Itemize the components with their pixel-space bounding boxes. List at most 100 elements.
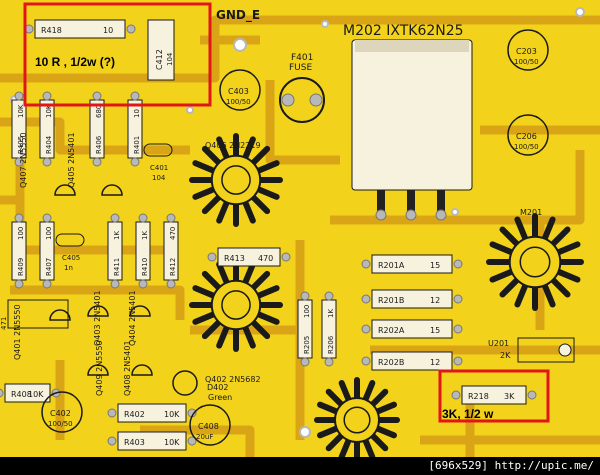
resistor-body bbox=[371, 254, 453, 274]
mosfet-pad bbox=[435, 209, 447, 221]
fuse-f401: F401 FUSE bbox=[279, 53, 325, 123]
resistor-ref: R405 bbox=[17, 136, 25, 154]
heatsink-fin bbox=[242, 261, 256, 286]
capacitor-value: 1n bbox=[64, 264, 73, 272]
resistor-value: 15 bbox=[430, 326, 440, 335]
heatsink-fin bbox=[255, 186, 280, 200]
annotation-note-r418: 10 R , 1/2w (?) bbox=[35, 55, 116, 69]
heatsink-fin bbox=[250, 319, 271, 340]
resistor-value: 10K bbox=[164, 438, 180, 447]
led-ref: D402 bbox=[207, 383, 228, 392]
heatsink-fin bbox=[489, 268, 515, 283]
transistor-label: Q409 2N5550 bbox=[95, 340, 104, 396]
heatsink-fin bbox=[489, 241, 515, 256]
resistor-pad bbox=[138, 213, 148, 223]
trimmer-knob bbox=[558, 343, 572, 357]
heatsink-fin bbox=[549, 226, 571, 248]
capacitor-value: 100/50 bbox=[514, 58, 539, 66]
mosfet-pad bbox=[405, 209, 417, 221]
capacitor-ref: C403 bbox=[228, 87, 249, 96]
heatsink-fin bbox=[216, 261, 230, 286]
transistor-label: Q406 2N2219 bbox=[205, 141, 261, 150]
transistor-outline bbox=[343, 406, 371, 434]
mosfet-label: M202 IXTK62N25 bbox=[343, 23, 464, 39]
transistor-label: M201 bbox=[520, 208, 542, 217]
resistor-ref: R206 bbox=[327, 335, 335, 354]
heatsink-fin bbox=[192, 285, 217, 299]
resistor-pad bbox=[0, 388, 4, 398]
capacitor-outline bbox=[219, 69, 261, 111]
heatsink-fin bbox=[369, 388, 389, 408]
resistor-pad bbox=[107, 408, 117, 418]
resistor-pad bbox=[361, 356, 371, 366]
capacitor-ref: C412 bbox=[155, 49, 164, 70]
small-transistor-outline bbox=[87, 364, 109, 376]
u201-value: 2K bbox=[500, 351, 511, 360]
capacitor-outline bbox=[41, 391, 83, 433]
transistor-outline bbox=[221, 290, 251, 320]
resistor-value: 100 bbox=[303, 305, 311, 318]
capacitor-value: 100/50 bbox=[514, 143, 539, 151]
resistor-pad bbox=[130, 91, 140, 101]
heatsink-core bbox=[334, 397, 380, 443]
led-outline bbox=[172, 370, 198, 396]
resistor-value: 10 bbox=[133, 109, 141, 118]
heatsink-fin bbox=[242, 324, 256, 349]
mosfet-lead bbox=[407, 190, 415, 212]
resistor-value: 10K bbox=[17, 104, 25, 118]
resistor-body bbox=[371, 319, 453, 339]
resistor-pad bbox=[527, 390, 537, 400]
capacitor-ref: C408 bbox=[198, 422, 219, 431]
resistor-ref: R406 bbox=[95, 135, 103, 154]
small-transistor-outline bbox=[87, 305, 109, 317]
gnd-label: GND_E bbox=[216, 8, 260, 23]
resistor-body bbox=[371, 351, 453, 371]
transistor-outline bbox=[221, 165, 251, 195]
resistor-ref: R411 bbox=[113, 258, 121, 276]
resistor-pad bbox=[451, 390, 461, 400]
fuse-pad bbox=[309, 93, 323, 107]
mounting-hole bbox=[451, 208, 459, 216]
mosfet-lead bbox=[437, 190, 445, 212]
heatsink-fin bbox=[317, 401, 340, 415]
resistor-ref: R403 bbox=[124, 438, 145, 447]
heatsink-fin bbox=[541, 282, 556, 308]
resistor-value: 10K bbox=[164, 410, 180, 419]
mosfet-pad bbox=[375, 209, 387, 221]
resistor-pad bbox=[14, 157, 24, 167]
fuse-ref: F401 bbox=[291, 53, 313, 63]
mounting-hole bbox=[321, 20, 329, 28]
heatsink-fin bbox=[362, 380, 376, 403]
capacitor-value: 100/50 bbox=[48, 420, 73, 428]
footer-size: [696x529] bbox=[428, 459, 489, 472]
resistor-body bbox=[461, 385, 527, 405]
resistor-pad bbox=[453, 294, 463, 304]
mounting-hole bbox=[233, 38, 247, 52]
resistor-pad bbox=[281, 252, 291, 262]
resistor-value: 12 bbox=[430, 296, 440, 305]
heatsink-fin bbox=[242, 199, 256, 224]
misc-footprint bbox=[7, 299, 69, 329]
resistor-body bbox=[4, 383, 51, 403]
small-transistor-outline bbox=[129, 305, 151, 317]
fuse-pad bbox=[281, 93, 295, 107]
resistor-value: 15 bbox=[430, 261, 440, 270]
image-footer: [696x529] http://upic.me/ bbox=[0, 457, 600, 475]
heatsink-fin bbox=[201, 194, 222, 215]
heatsink-fin bbox=[216, 199, 230, 224]
heatsink-fin bbox=[201, 319, 222, 340]
resistor-value: 3K bbox=[504, 392, 515, 401]
resistor-pad bbox=[107, 436, 117, 446]
annotation-box-r218 bbox=[438, 369, 550, 423]
resistor-body bbox=[217, 247, 281, 267]
heatsink-fin bbox=[192, 160, 217, 174]
resistor-ref: R202A bbox=[378, 326, 405, 335]
resistor-value: 680 bbox=[95, 105, 103, 118]
heatsink-fin bbox=[216, 324, 230, 349]
resistor-pad bbox=[92, 91, 102, 101]
heatsink-fin bbox=[514, 282, 529, 308]
mosfet-m202: M202 IXTK62N25 bbox=[343, 23, 473, 221]
resistor-ref: R418 bbox=[41, 26, 62, 35]
heatsink-fin bbox=[555, 241, 581, 256]
